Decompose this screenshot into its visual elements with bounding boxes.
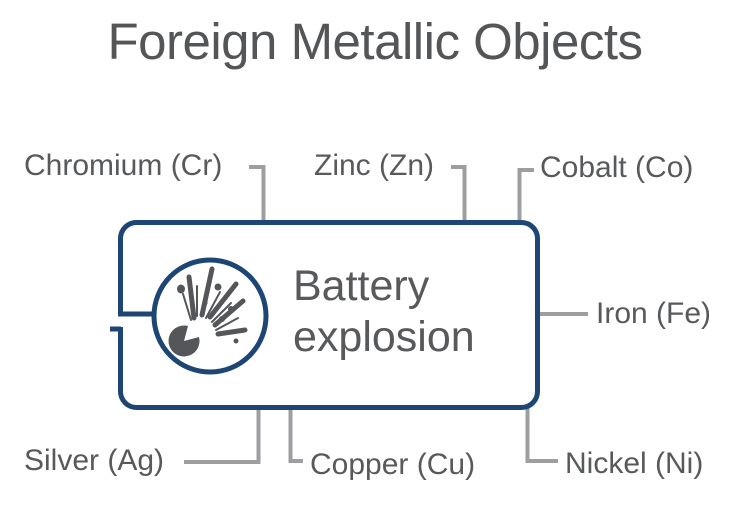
page-title: Foreign Metallic Objects [107,13,643,70]
metal-label-cobalt: Cobalt (Co) [540,151,694,184]
battery-explosion-label: Battery explosion [293,261,475,363]
metal-label-zinc: Zinc (Zn) [314,149,434,182]
explosion-icon [168,266,248,357]
metal-label-silver: Silver (Ag) [24,444,165,477]
left-border-gap [114,316,126,327]
connector-copper [288,405,303,463]
connector-silver [184,405,261,464]
connector-nickel [525,404,558,463]
metal-label-nickel: Nickel (Ni) [565,447,704,480]
metal-label-copper: Copper (Cu) [310,448,476,481]
connector-zinc [451,165,467,224]
connector-cobalt [517,168,534,224]
connector-chromium [249,165,266,224]
battery-explosion-line2: explosion [293,313,475,361]
metal-label-iron: Iron (Fe) [596,297,712,330]
battery-explosion-line1: Battery [293,262,430,310]
metal-label-chromium: Chromium (Cr) [24,149,223,182]
